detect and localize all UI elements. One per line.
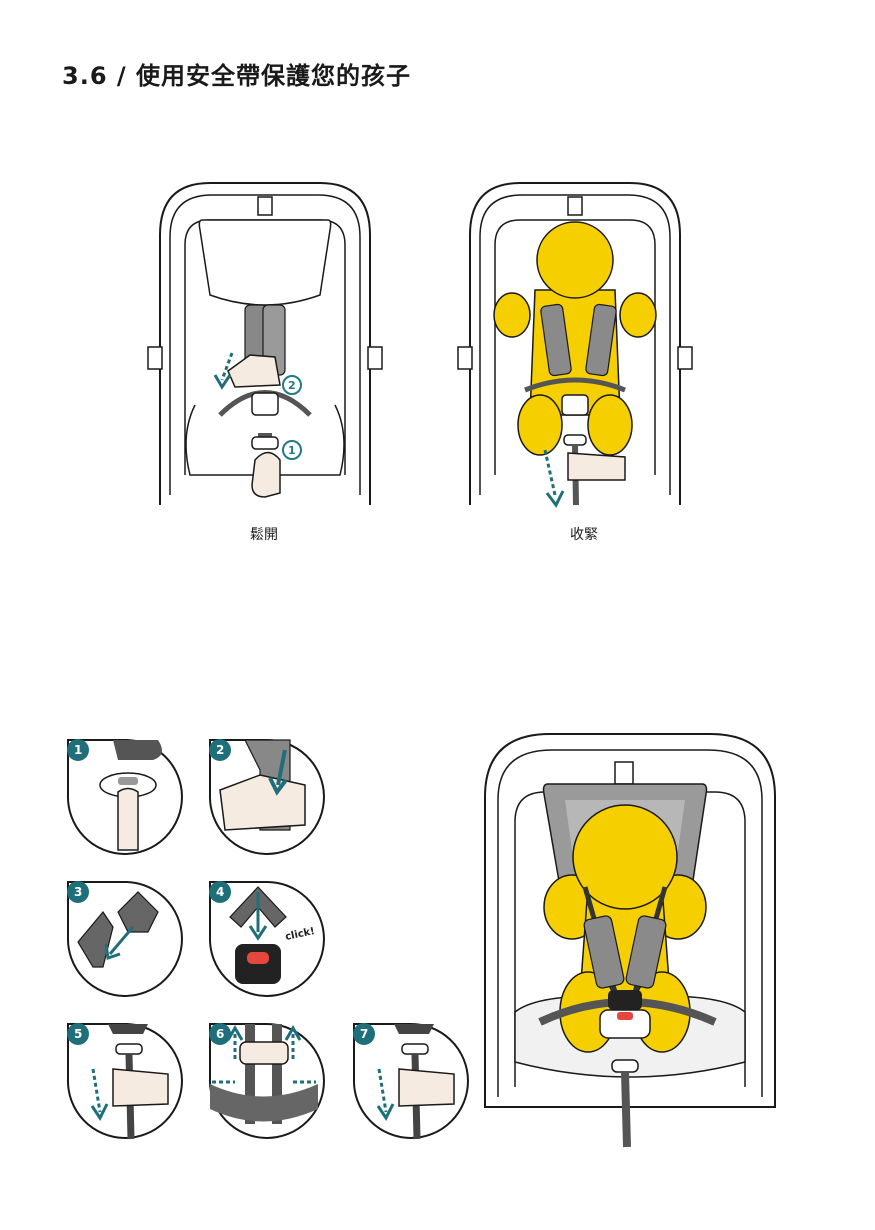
page-title: 3.6 / 使用安全帶保護您的孩子 <box>62 62 411 90</box>
marker-2 <box>282 375 302 395</box>
step-3-illustration: 3 <box>66 880 183 997</box>
step-6-number: 6 <box>216 1027 224 1041</box>
step-5-illustration: 5 <box>66 1022 183 1140</box>
step-7-illustration: 7 <box>352 1022 469 1140</box>
step-1-badge <box>67 739 89 761</box>
step-3-number: 3 <box>74 885 82 899</box>
step-2-number: 2 <box>216 743 224 757</box>
step-6-badge <box>209 1023 231 1045</box>
step-3-badge <box>67 881 89 903</box>
caption-loosen: 鬆開 <box>250 527 278 543</box>
caption-tighten: 收緊 <box>570 527 598 543</box>
marker-1 <box>282 440 302 460</box>
step-5-number: 5 <box>74 1027 82 1041</box>
step-4-illustration: click! 4 <box>208 880 325 997</box>
step-4-number: 4 <box>216 885 224 899</box>
step-1-illustration: 1 <box>66 738 183 855</box>
step-5-badge <box>67 1023 89 1045</box>
step-7-badge <box>353 1023 375 1045</box>
tighten-illustration <box>457 182 693 508</box>
step-7-number: 7 <box>360 1027 368 1041</box>
step-2-badge <box>209 739 231 761</box>
step-1-number: 1 <box>74 743 82 757</box>
marker-1-label: 1 <box>288 444 296 457</box>
step-6-illustration: 6 <box>208 1022 325 1139</box>
step-2-illustration: 2 <box>208 738 325 855</box>
loosen-illustration: 2 1 <box>147 182 383 505</box>
secured-child-illustration <box>484 733 776 1148</box>
marker-2-label: 2 <box>288 379 296 392</box>
step-4-badge <box>209 881 231 903</box>
